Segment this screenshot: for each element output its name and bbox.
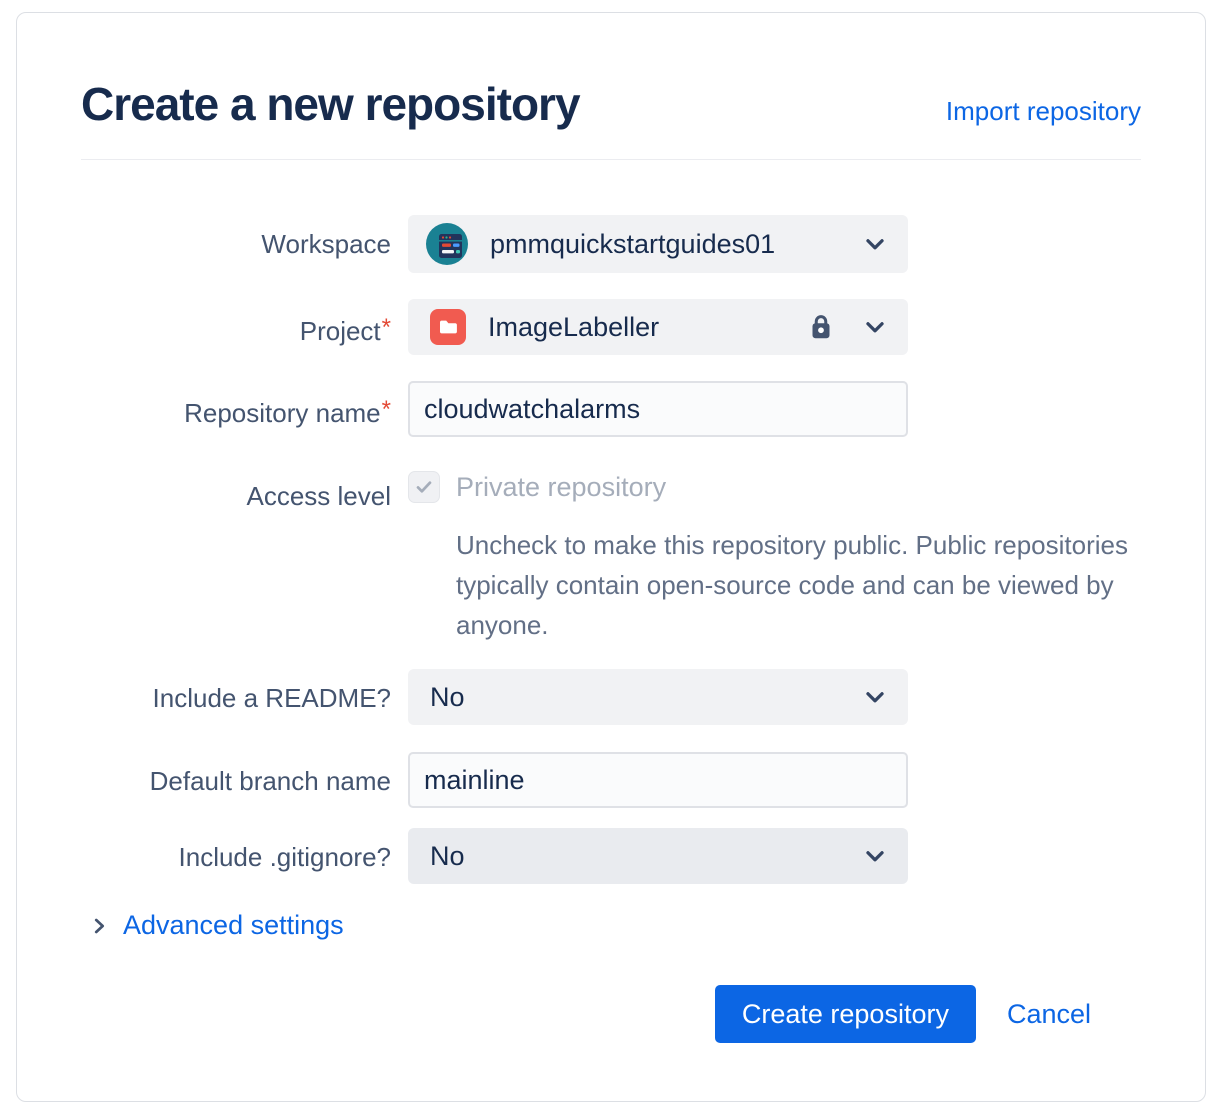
workspace-avatar-icon <box>426 223 468 265</box>
create-repository-dialog: Create a new repository Import repositor… <box>16 12 1206 1102</box>
include-gitignore-value: No <box>430 840 465 871</box>
lock-icon <box>806 311 836 343</box>
required-asterisk: * <box>381 314 391 341</box>
include-readme-label: Include a README? <box>152 683 391 713</box>
workspace-select[interactable]: pmmquickstartguides01 <box>408 215 908 273</box>
repository-name-input[interactable] <box>408 381 908 437</box>
check-icon <box>416 481 432 493</box>
default-branch-input[interactable] <box>408 752 908 808</box>
advanced-settings-label: Advanced settings <box>123 910 344 940</box>
chevron-down-icon <box>862 843 888 869</box>
chevron-right-icon <box>88 913 110 939</box>
create-repository-button[interactable]: Create repository <box>714 985 976 1043</box>
dialog-footer: Create repository Cancel <box>81 985 1141 1043</box>
required-asterisk: * <box>381 396 391 423</box>
project-select[interactable]: ImageLabeller <box>408 299 908 355</box>
include-gitignore-label: Include .gitignore? <box>178 842 391 872</box>
cancel-button[interactable]: Cancel <box>1006 998 1091 1029</box>
repository-name-label: Repository name <box>184 398 381 428</box>
private-repository-checkbox[interactable] <box>408 471 440 503</box>
include-gitignore-row: Include .gitignore? No <box>81 828 1141 884</box>
repository-name-row: Repository name* <box>81 381 1141 437</box>
project-value: ImageLabeller <box>488 311 660 342</box>
chevron-down-icon <box>862 684 888 710</box>
workspace-label: Workspace <box>261 229 391 259</box>
project-folder-icon <box>430 309 466 345</box>
chevron-down-icon <box>862 231 888 257</box>
advanced-settings-toggle[interactable]: Advanced settings <box>81 910 344 941</box>
chevron-down-icon <box>862 314 888 340</box>
project-row: Project* ImageLabeller <box>81 299 1141 355</box>
page-title: Create a new repository <box>81 78 581 130</box>
dialog-header: Create a new repository Import repositor… <box>81 79 1141 129</box>
include-readme-value: No <box>430 681 465 712</box>
access-level-label: Access level <box>246 481 392 511</box>
workspace-row: Workspace <box>81 215 1141 273</box>
create-repository-form: Workspace <box>81 215 1141 1043</box>
access-level-help-text: Uncheck to make this repository public. … <box>456 530 1128 640</box>
workspace-value: pmmquickstartguides01 <box>490 228 776 259</box>
include-readme-select[interactable]: No <box>408 669 908 725</box>
header-divider <box>81 159 1141 160</box>
default-branch-row: Default branch name <box>81 752 1141 808</box>
private-repository-label: Private repository <box>456 471 667 502</box>
include-readme-row: Include a README? No <box>81 669 1141 725</box>
access-level-row: Access level Private repository Uncheck … <box>81 465 1141 645</box>
include-gitignore-select[interactable]: No <box>408 828 908 884</box>
default-branch-label: Default branch name <box>149 766 391 796</box>
project-label: Project <box>299 316 381 346</box>
import-repository-link[interactable]: Import repository <box>945 96 1141 126</box>
